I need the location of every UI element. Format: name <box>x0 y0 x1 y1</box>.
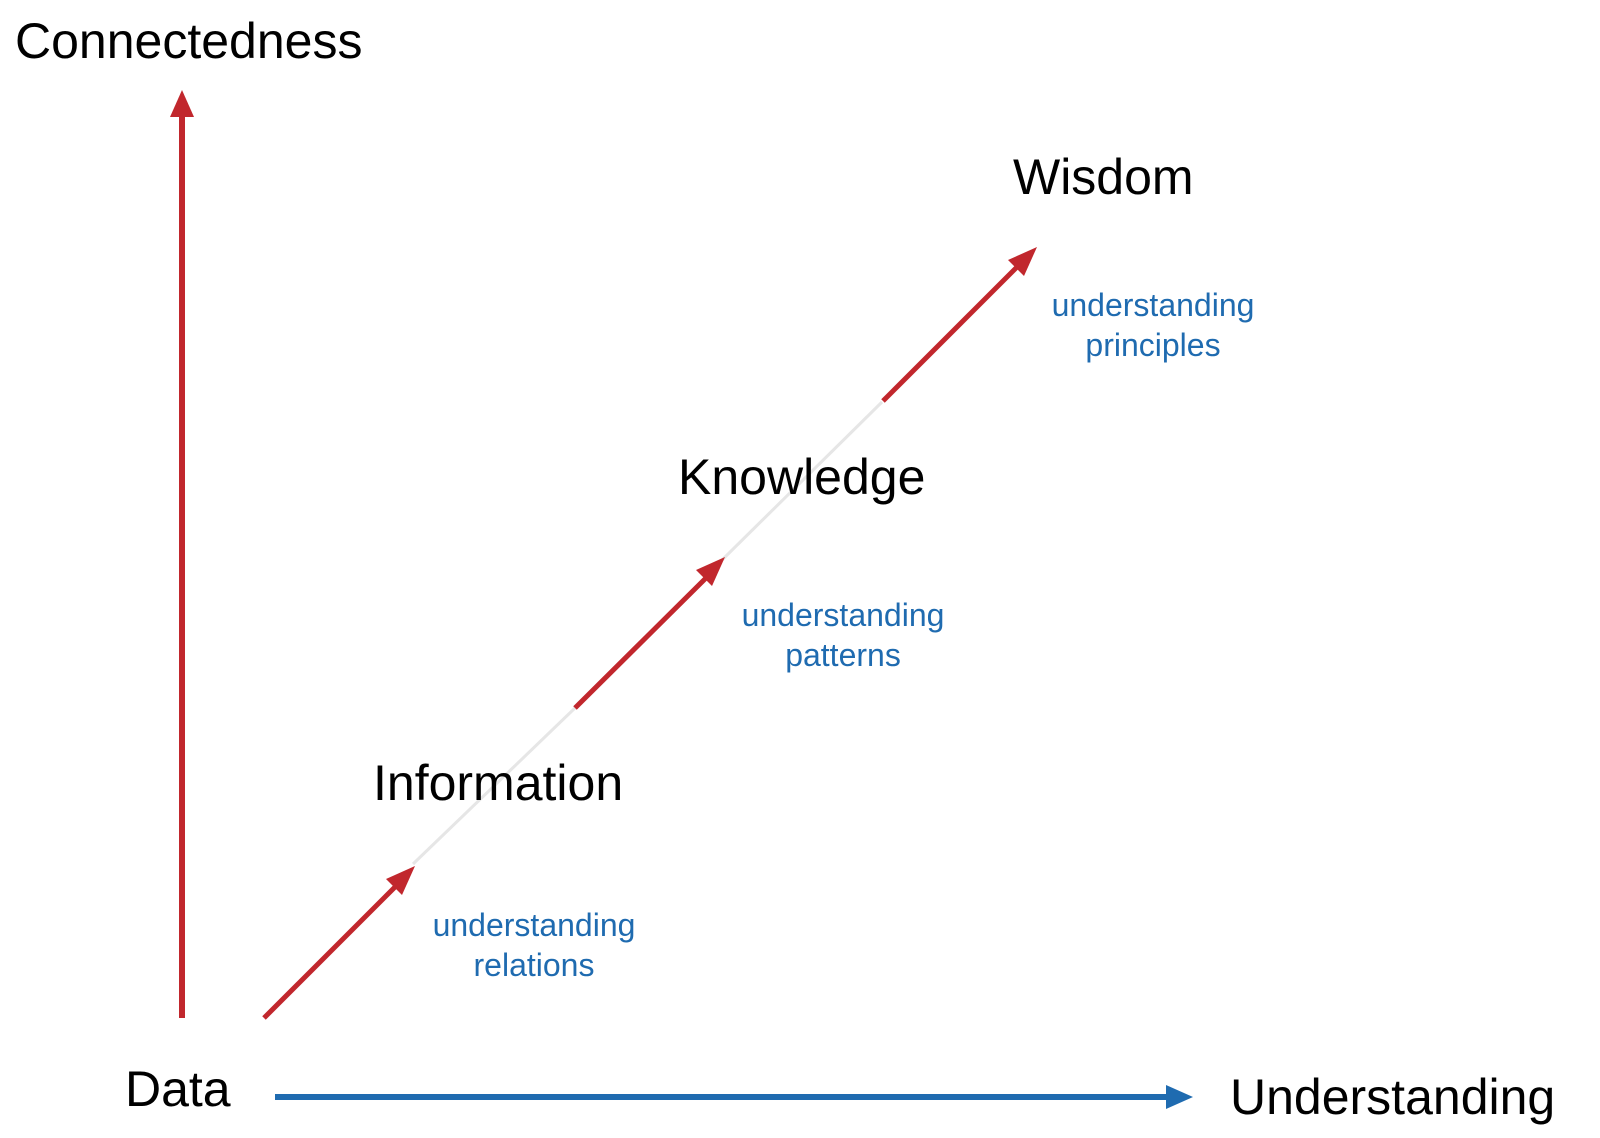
caption-understanding-patterns: understanding patterns <box>693 595 993 675</box>
caption-understanding-principles: understanding principles <box>1003 285 1303 365</box>
vertical-axis-arrow <box>170 90 194 1018</box>
horizontal-axis-arrow <box>275 1085 1193 1109</box>
caption-patterns-line-2: patterns <box>785 637 901 673</box>
horizontal-axis-label: Understanding <box>1230 1069 1556 1125</box>
connector-knowledge-to-wisdom <box>718 400 884 564</box>
caption-relations-line-1: understanding <box>432 907 636 943</box>
caption-patterns-line-1: understanding <box>741 597 945 633</box>
caption-relations-line-2: relations <box>473 947 595 983</box>
vertical-axis-label: Connectedness <box>15 13 363 69</box>
caption-principles-line-2: principles <box>1085 327 1221 363</box>
stage-label-wisdom: Wisdom <box>1013 149 1194 205</box>
arrow-information-to-knowledge <box>573 557 725 710</box>
caption-principles-line-1: understanding <box>1051 287 1255 323</box>
stage-label-information: Information <box>373 755 624 811</box>
caption-understanding-relations: understanding relations <box>384 905 684 985</box>
stage-label-data: Data <box>125 1061 231 1117</box>
arrow-data-to-information <box>262 866 415 1020</box>
stage-label-knowledge: Knowledge <box>678 449 926 505</box>
connector-information-to-knowledge <box>411 706 577 866</box>
arrow-knowledge-to-wisdom <box>881 247 1037 403</box>
